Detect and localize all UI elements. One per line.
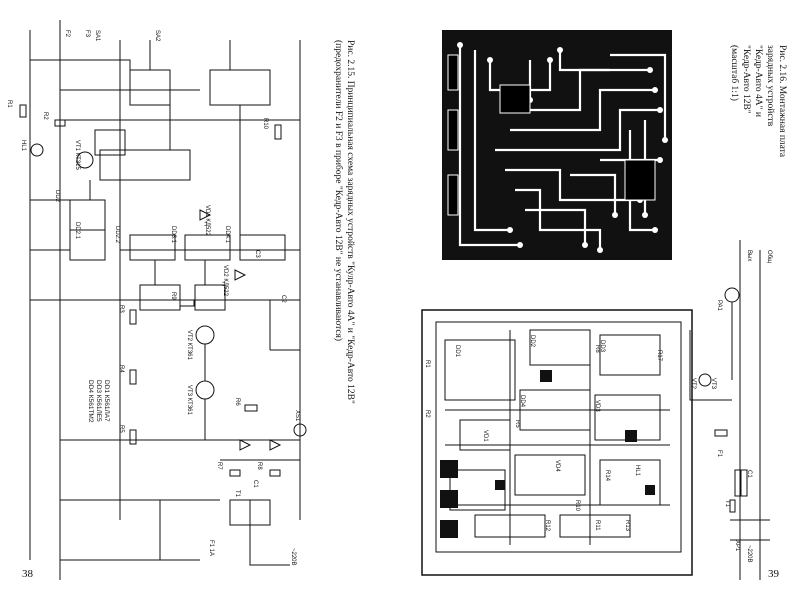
parts-note-line: DD1 К561ЛА7 <box>103 380 110 422</box>
component-label: VD2 КД522 <box>222 265 228 296</box>
component-label: DD4.1 <box>224 226 230 244</box>
component-label: DD3 <box>599 340 605 353</box>
component-label: DD2 <box>54 190 60 203</box>
component-label: VD4 <box>554 460 560 472</box>
component-label: R13 <box>624 520 630 532</box>
component-label: ~220В <box>290 548 296 566</box>
caption-line: (масштаб 1:1) <box>729 45 739 101</box>
pcb-board-top <box>421 30 770 580</box>
component-label: VD3 <box>594 400 600 412</box>
component-label: R5 <box>118 425 124 433</box>
component-label: F1 <box>716 450 722 458</box>
page-number: 39 <box>768 568 779 580</box>
caption-line: зарядных устройств <box>765 45 775 127</box>
caption-line: Рис. 2.15. Принципиальная схема зарядных… <box>345 40 355 404</box>
component-label: T1 <box>724 500 730 508</box>
parts-note: DD1 К561ЛА7 DD3 К561ЛЕ5 DD4 К561ТМ2 <box>86 380 110 422</box>
component-label: ~220В <box>746 545 752 563</box>
component-label: DD2.1 <box>74 222 80 240</box>
component-label: VD1 <box>482 430 488 442</box>
component-label: T1 <box>234 490 240 498</box>
parts-note-line: DD4 К561ТМ2 <box>87 380 94 423</box>
component-label: DD1 <box>454 345 460 358</box>
component-label: R4 <box>118 365 124 373</box>
component-label: R12 <box>544 520 550 532</box>
caption-line: "Кедр-Авто 4А" и <box>753 45 763 117</box>
component-label: R17 <box>656 350 662 362</box>
component-label: R7 <box>216 462 222 470</box>
component-label: VT3 <box>710 378 716 390</box>
schematic-diagram <box>19 20 307 580</box>
component-label: C1 <box>252 480 258 488</box>
component-label: R3 <box>118 305 124 313</box>
component-label: C2 <box>280 295 286 303</box>
caption-line: (предохранители F2 и F3 в приборе "Кедр-… <box>333 40 343 342</box>
component-label: VD1 КД522 <box>204 205 210 236</box>
component-label: VT2 КТ361 <box>186 330 192 360</box>
parts-note-line: DD3 К561ЛЕ5 <box>95 380 102 422</box>
component-label: F3 <box>84 30 90 38</box>
component-label: C3 <box>254 250 260 258</box>
component-label: Общ <box>766 250 772 264</box>
page-number: 38 <box>22 568 33 580</box>
component-label: PA1 <box>716 300 722 311</box>
component-label: R1 <box>6 100 12 108</box>
component-label: HL1 <box>634 465 640 477</box>
component-label: DD4 <box>519 395 525 408</box>
component-label: R10 <box>574 500 580 512</box>
component-label: SA2 <box>154 30 160 42</box>
figure-caption: Рис. 2.15. Принципиальная схема зарядных… <box>332 40 356 404</box>
component-label: VT3 КТ361 <box>186 385 192 415</box>
component-label: XP1 <box>734 540 740 552</box>
component-label: Вых <box>746 250 752 262</box>
component-label: R14 <box>604 470 610 482</box>
component-label: R1 <box>424 360 430 368</box>
component-label: HL1 <box>20 140 26 152</box>
component-label: SA1 <box>94 30 100 42</box>
component-label: F1 1А <box>208 540 214 557</box>
component-label: XS1 <box>294 410 300 422</box>
component-label: R11 <box>594 520 600 531</box>
caption-line: "Кедр-Авто 12В" <box>741 45 751 114</box>
component-label: R5 <box>514 420 520 428</box>
component-label: C1 <box>746 470 752 478</box>
component-label: R8 <box>256 462 262 470</box>
component-label: DD3.1 <box>170 226 176 244</box>
figure-caption: Рис. 2.16. Монтажная плата зарядных устр… <box>728 45 788 157</box>
left-page: Рис. 2.15. Принципиальная схема зарядных… <box>6 20 356 580</box>
component-label: R2 <box>424 410 430 418</box>
component-label: R6 <box>234 398 240 406</box>
component-label: VT1 КТ315 <box>74 140 80 170</box>
right-page: Рис. 2.16. Монтажная плата зарядных устр… <box>400 0 800 597</box>
component-label: R2 <box>42 112 48 120</box>
caption-line: Рис. 2.16. Монтажная плата <box>777 45 787 158</box>
component-label: R10 <box>262 118 268 130</box>
component-label: R9 <box>170 292 176 300</box>
component-label: DD2.2 <box>114 226 120 244</box>
component-label: VT2 <box>690 378 696 390</box>
component-label: DD2 <box>529 335 535 348</box>
component-label: F2 <box>64 30 70 38</box>
